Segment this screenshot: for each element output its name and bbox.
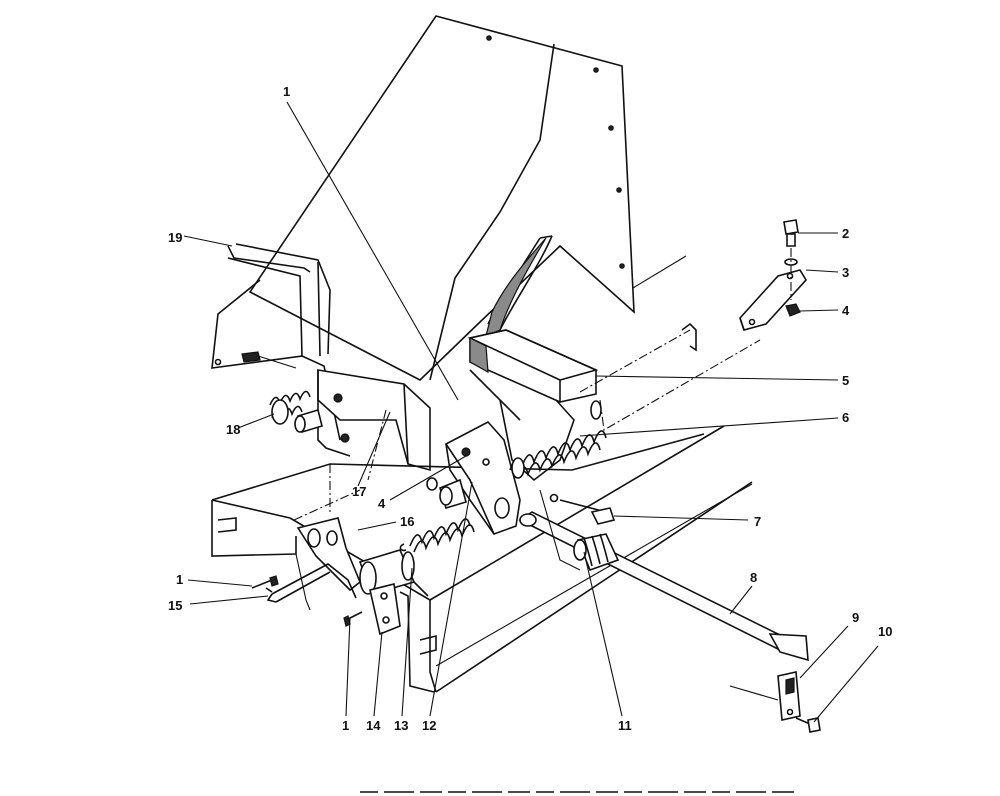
seat-base-frame	[211, 425, 753, 693]
screw-10	[795, 717, 821, 733]
callout-17: 17	[352, 484, 366, 499]
callout-6: 6	[842, 410, 849, 425]
callout-15: 15	[168, 598, 182, 613]
seat-bracket-19	[211, 243, 341, 441]
callout-8: 8	[750, 570, 757, 585]
leader-lines	[183, 101, 879, 723]
callout-12: 12	[422, 718, 436, 733]
plate-9	[729, 671, 801, 721]
callout-1-bottom: 1	[342, 718, 349, 733]
callout-labels: 1 2 3 4 5 6 7 8 9 10 11 12 13 14 1 15 1 …	[168, 84, 892, 733]
callout-13: 13	[394, 718, 408, 733]
callout-16: 16	[400, 514, 414, 529]
seat-cushion-5	[467, 235, 599, 403]
bracket-3	[739, 269, 807, 331]
callout-4-center: 4	[378, 496, 386, 511]
callout-18: 18	[226, 422, 240, 437]
callout-3: 3	[842, 265, 849, 280]
link-14	[369, 583, 401, 636]
callout-7: 7	[754, 514, 761, 529]
bolt-2	[783, 219, 799, 300]
lever-plate-12	[426, 369, 575, 536]
callout-10: 10	[878, 624, 892, 639]
callout-5: 5	[842, 373, 849, 388]
callout-1-top: 1	[283, 84, 290, 99]
shaft-8	[518, 489, 809, 662]
callout-19: 19	[168, 230, 182, 245]
rod-15	[265, 563, 357, 603]
spring-6	[509, 400, 607, 479]
seat-back-panel	[248, 15, 687, 381]
spring-rod	[579, 322, 761, 431]
sleeve-13	[358, 549, 429, 597]
callout-11: 11	[618, 718, 632, 733]
nut-4-right	[785, 303, 801, 317]
pivot-bracket-17	[317, 369, 431, 481]
callout-14: 14	[366, 718, 381, 733]
callout-4-right: 4	[842, 303, 850, 318]
callout-9: 9	[852, 610, 859, 625]
callout-1-left: 1	[176, 572, 183, 587]
spring-18	[269, 390, 323, 434]
bolt-7	[549, 493, 616, 525]
callout-2: 2	[842, 226, 849, 241]
